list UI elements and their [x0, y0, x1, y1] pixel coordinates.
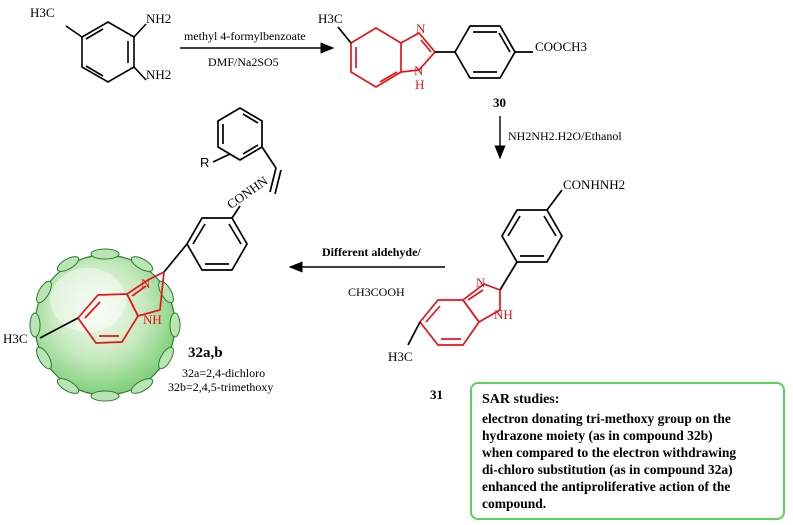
sar-body: electron donating tri-methoxy group on t…	[482, 410, 773, 512]
reactant-nh2-top-label: NH2	[146, 11, 172, 26]
c30-nh-n-label: N	[414, 63, 424, 78]
c32-variant-a: 32a=2,4-dichloro	[182, 366, 266, 380]
compound-31-number: 31	[430, 387, 443, 402]
sar-line: when compared to the electron withdrawin…	[482, 445, 737, 460]
c30-ch3-label: H3C	[318, 11, 343, 26]
sar-line: electron donating tri-methoxy group on t…	[482, 411, 731, 426]
step1-reagent-bottom: DMF/Na2SO5	[208, 55, 279, 69]
reactant-nh2-bottom-label: NH2	[146, 67, 172, 82]
c31-n-label: N	[476, 275, 486, 290]
reactant-diamine	[65, 21, 147, 83]
c31-nh-label: NH	[494, 307, 513, 322]
sar-line: compound.	[482, 496, 547, 511]
c32-variant-b: 32b=2,4,5-trimethoxy	[168, 380, 274, 394]
c32-r-label: R	[200, 155, 210, 170]
c32-n-label: N	[141, 276, 151, 291]
sar-line: hydrazone moiety (as in compound 32b)	[482, 428, 713, 443]
sar-studies-box: SAR studies: electron donating tri-metho…	[470, 382, 785, 520]
sphere-dashes	[29, 248, 181, 402]
compound-32-structure	[29, 107, 282, 402]
step1-reagent-top: methyl 4-formylbenzoate	[184, 29, 306, 43]
c30-nh-h-label: H	[415, 77, 425, 92]
step3-reagent-top: Different aldehyde/	[322, 245, 421, 259]
c30-ester-label: COOCH3	[535, 39, 588, 54]
c31-hydrazide-label: CONHNH2	[563, 177, 626, 192]
step3-reagent-bottom: CH3COOH	[348, 285, 405, 299]
compound-30-number: 30	[493, 95, 506, 110]
c32-ch3-label: H3C	[3, 331, 28, 346]
sar-title: SAR studies:	[482, 392, 560, 407]
sar-line: di-chloro substitution (as in compound 3…	[482, 462, 733, 477]
sar-line: enhanced the antiproliferative action of…	[482, 479, 731, 494]
c32-nh-label: NH	[143, 312, 162, 327]
c30-n-label: N	[416, 21, 426, 36]
c31-ch3-label: H3C	[388, 349, 413, 364]
compound-31-structure	[407, 189, 563, 346]
compound-32-number: 32a,b	[188, 345, 223, 361]
step2-reagent: NH2NH2.H2O/Ethanol	[508, 129, 622, 143]
reactant-ch3-label: H3C	[30, 5, 55, 20]
compound-30-structure	[337, 25, 533, 88]
